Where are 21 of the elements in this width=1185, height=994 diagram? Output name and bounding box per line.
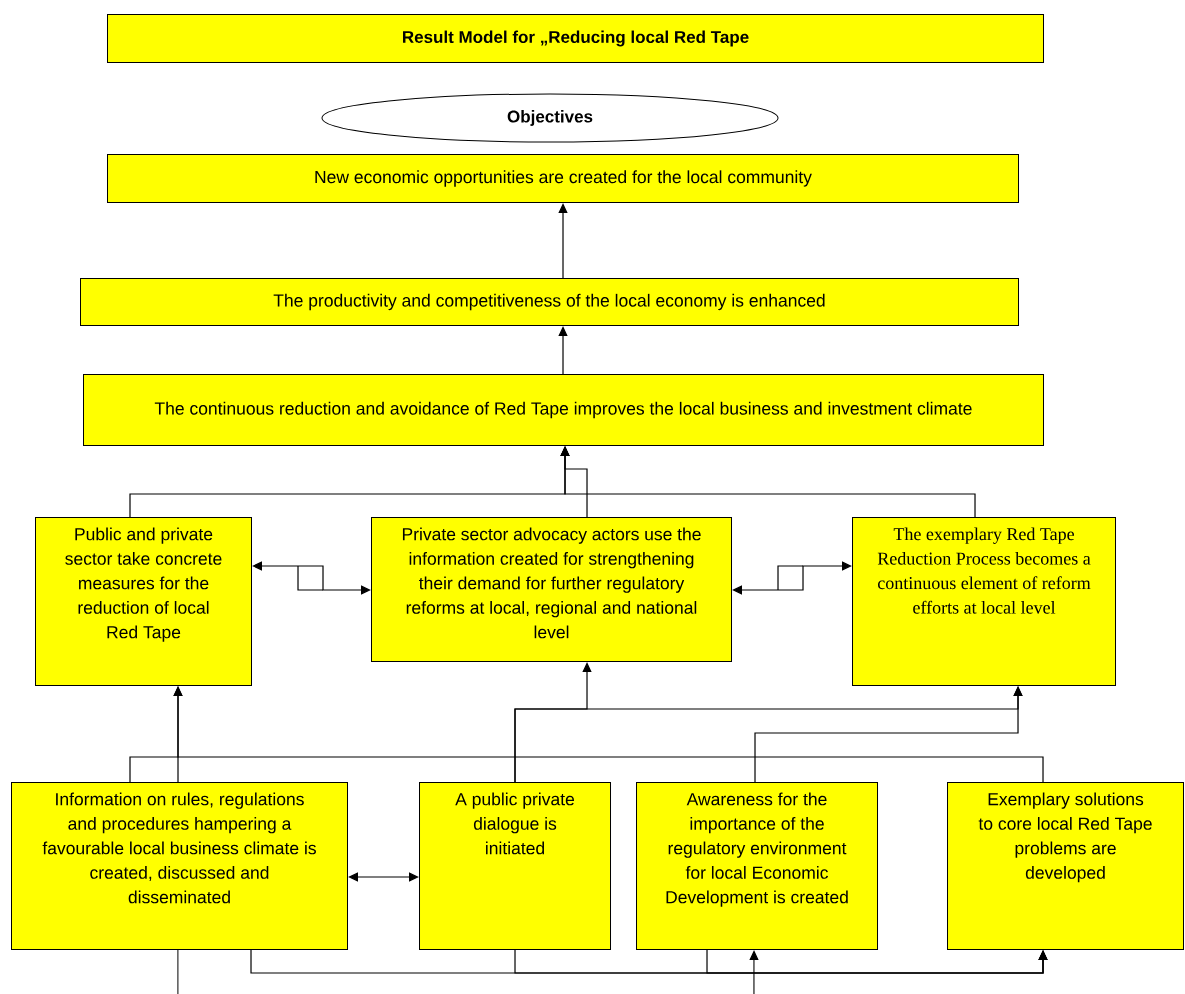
result-box: The exemplary Red Tape Reduction Process becomes a continuous element of reform efforts at local level bbox=[852, 517, 1116, 686]
arrow bbox=[558, 203, 568, 279]
arrow bbox=[348, 872, 419, 882]
arrow bbox=[558, 326, 568, 375]
arrow bbox=[732, 561, 852, 595]
result-box: Exemplary solutions to core local Red Tape problems are developed bbox=[947, 782, 1184, 950]
result-box: The productivity and competitiveness of the local economy is enhanced bbox=[80, 278, 1019, 326]
arrow bbox=[754, 686, 1023, 783]
arrow bbox=[706, 949, 1048, 974]
result-box: Private sector advocacy actors use the information created for strengthening their demand for further regulatory reforms at local, regional and national level bbox=[371, 517, 732, 662]
arrow bbox=[252, 561, 371, 595]
result-box: A public private dialogue is initiated bbox=[419, 782, 611, 950]
result-box: New economic opportunities are created for the local community bbox=[107, 154, 1019, 203]
arrow bbox=[560, 446, 976, 518]
title-box: Result Model for „Reducing local Red Tape bbox=[107, 14, 1044, 63]
result-box: The continuous reduction and avoidance of Red Tape improves the local business and investment climate bbox=[83, 374, 1044, 446]
arrow bbox=[749, 950, 759, 994]
arrow bbox=[173, 686, 1044, 783]
result-box: Awareness for the importance of the regulatory environment for local Economic Development is created bbox=[636, 782, 878, 950]
result-box: Public and private sector take concrete measures for the reduction of local Red Tape bbox=[35, 517, 252, 686]
result-box: Information on rules, regulations and procedures hampering a favourable local business climate is created, discussed and disseminated bbox=[11, 782, 348, 950]
